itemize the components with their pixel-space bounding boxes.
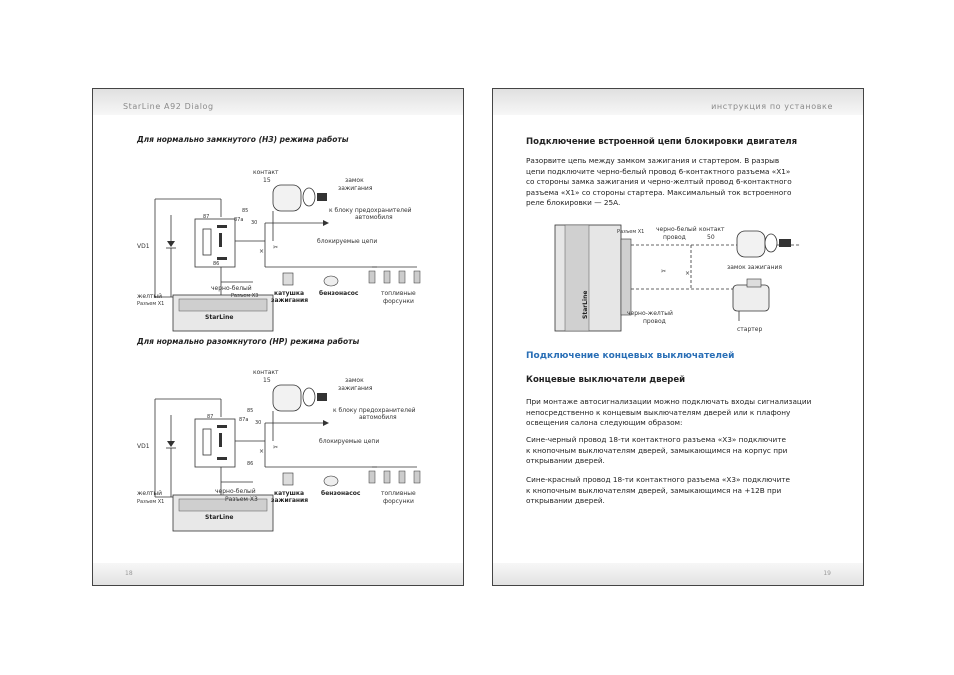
relay-pin-87a: 87a bbox=[234, 217, 243, 223]
by-wire-label-1: черно-желтый bbox=[627, 310, 673, 317]
relay-pin-86: 86 bbox=[247, 461, 253, 467]
contact-label: контакт bbox=[253, 169, 279, 176]
relay-pin-87: 87 bbox=[207, 414, 213, 420]
block-text-line: цепи подключите черно-белый провод 6-кон… bbox=[526, 166, 791, 176]
doors-intro-text: При монтаже автосигнализации можно подкл… bbox=[526, 397, 826, 429]
left-header-bar: StarLine A92 Dialog bbox=[93, 89, 463, 115]
bw-wire-label-2: провод bbox=[663, 234, 686, 241]
doors-text-line: открывании дверей. bbox=[526, 496, 605, 506]
connector-x1-label: Разъем Х1 bbox=[137, 301, 164, 307]
right-page: инструкция по установке Подключение встр… bbox=[492, 88, 864, 586]
bw-wire-label: черно-белый bbox=[215, 488, 256, 495]
injector-label-2: форсунки bbox=[383, 498, 414, 505]
diode-label: VD1 bbox=[137, 443, 150, 450]
left-footer-bar: 18 bbox=[93, 563, 463, 585]
block-circuit-text: Разорвите цепь между замком зажигания и … bbox=[526, 156, 826, 209]
lock-label-1: замок bbox=[345, 177, 364, 184]
connector-x3-label: Разъем Х3 bbox=[225, 496, 258, 503]
starter-label: стартер bbox=[737, 326, 762, 333]
coil-label-2: зажигания bbox=[271, 497, 308, 504]
relay-pin-86: 86 bbox=[213, 261, 219, 267]
doors-text-line: открывании дверей. bbox=[526, 456, 605, 466]
doors-text-line: к кнопочным выключателям дверей, замыкаю… bbox=[526, 485, 782, 495]
right-header-bar: инструкция по установке bbox=[493, 89, 863, 115]
coil-label-2: зажигания bbox=[271, 297, 308, 304]
svg-text:✂: ✂ bbox=[661, 268, 666, 275]
lock-label-1: замок bbox=[345, 377, 364, 384]
contact-label: контакт bbox=[699, 226, 725, 233]
block-text-line: разъема «X1» со стороны стартера. Максим… bbox=[526, 187, 792, 197]
yellow-wire-label: желтый bbox=[137, 490, 162, 497]
relay-pin-85: 85 bbox=[242, 208, 248, 214]
nc-wiring-diagram: контакт 15 замок зажигания к блоку предо… bbox=[137, 169, 421, 332]
unit-brand-logo: StarLine bbox=[582, 291, 589, 319]
lock-label-2: зажигания bbox=[338, 185, 373, 192]
right-page-number: 19 bbox=[823, 570, 831, 577]
relay-pin-87: 87 bbox=[203, 214, 209, 220]
doors-text-line: При монтаже автосигнализации можно подкл… bbox=[526, 397, 812, 406]
injector-label-2: форсунки bbox=[383, 298, 414, 305]
doors-text-line: непосредственно к концевым выключателям … bbox=[526, 407, 791, 417]
blocked-label: блокируемые цепи bbox=[317, 238, 377, 245]
left-header-title: StarLine A92 Dialog bbox=[123, 102, 214, 111]
unit-brand-logo: StarLine bbox=[205, 314, 233, 321]
yellow-wire-label: желтый bbox=[137, 293, 162, 300]
right-footer-bar: 19 bbox=[493, 563, 863, 585]
immobilizer-diagram: StarLine ✂ × Разъем Х1 черно-белый прово… bbox=[554, 224, 799, 333]
lock-label: замок зажигания bbox=[727, 264, 782, 271]
nc-caption: Для нормально замкнутого (НЗ) режима раб… bbox=[137, 135, 349, 144]
relay-pin-85: 85 bbox=[247, 408, 253, 414]
blue-black-wire-text: Сине-черный провод 18-ти контактного раз… bbox=[526, 435, 826, 467]
bw-wire-label: черно-белый bbox=[211, 285, 252, 292]
fuse-label-1: к блоку предохранителей bbox=[329, 207, 412, 214]
doors-text-line: Сине-красный провод 18-ти контактного ра… bbox=[526, 475, 791, 484]
fuse-label-1: к блоку предохранителей bbox=[333, 407, 416, 414]
right-header-title: инструкция по установке bbox=[711, 102, 833, 111]
block-text-line: реле блокировки — 25A. bbox=[526, 198, 621, 208]
doors-text-line: освещения салона следующим образом: bbox=[526, 418, 683, 428]
block-circuit-heading: Подключение встроенной цепи блокировки д… bbox=[526, 137, 798, 147]
doors-text-line: Сине-черный провод 18-ти контактного раз… bbox=[526, 435, 786, 444]
coil-label-1: катушка bbox=[274, 490, 304, 497]
lock-label-2: зажигания bbox=[338, 385, 373, 392]
blue-red-wire-text: Сине-красный провод 18-ти контактного ра… bbox=[526, 475, 826, 507]
relay-pin-30: 30 bbox=[251, 220, 257, 226]
door-switches-heading: Концевые выключатели дверей bbox=[526, 375, 686, 385]
no-wiring-diagram: контакт 15 замок зажигания к блоку предо… bbox=[137, 369, 421, 532]
diode-label: VD1 bbox=[137, 243, 150, 250]
pump-label: бензонасос bbox=[319, 290, 359, 297]
fuse-label-2: автомобиля bbox=[355, 214, 393, 221]
left-page: StarLine A92 Dialog Для нормально замкну… bbox=[92, 88, 464, 586]
contact-number: 15 bbox=[263, 377, 271, 384]
block-text-line: Разорвите цепь между замком зажигания и … bbox=[526, 156, 780, 165]
block-text-line: со стороны замка зажигания и черно-желты… bbox=[526, 177, 792, 187]
svg-text:×: × bbox=[685, 270, 690, 277]
doors-text-line: к кнопочным выключателям дверей, замыкаю… bbox=[526, 445, 788, 455]
contact-number: 15 bbox=[263, 177, 271, 184]
injector-label-1: топливные bbox=[381, 490, 416, 497]
limit-switches-heading: Подключение концевых выключателей bbox=[526, 351, 735, 361]
by-wire-label-2: провод bbox=[643, 318, 666, 325]
contact-number: 50 bbox=[707, 234, 715, 241]
relay-pin-87a: 87a bbox=[239, 417, 248, 423]
connector-x3-label: Разъем Х3 bbox=[231, 293, 258, 299]
connector-x1-label: Разъем Х1 bbox=[617, 229, 644, 235]
fuse-label-2: автомобиля bbox=[359, 414, 397, 421]
coil-label-1: катушка bbox=[274, 290, 304, 297]
connector-x1-label: Разъем Х1 bbox=[137, 499, 164, 505]
pump-label: бензонасос bbox=[321, 490, 361, 497]
blocked-label: блокируемые цепи bbox=[319, 438, 379, 445]
relay-pin-30: 30 bbox=[255, 420, 261, 426]
contact-label: контакт bbox=[253, 369, 279, 376]
left-page-number: 18 bbox=[125, 570, 133, 577]
injector-label-1: топливные bbox=[381, 290, 416, 297]
no-caption: Для нормально разомкнутого (НР) режима р… bbox=[137, 337, 360, 346]
unit-brand-logo: StarLine bbox=[205, 514, 233, 521]
bw-wire-label-1: черно-белый bbox=[656, 226, 697, 233]
